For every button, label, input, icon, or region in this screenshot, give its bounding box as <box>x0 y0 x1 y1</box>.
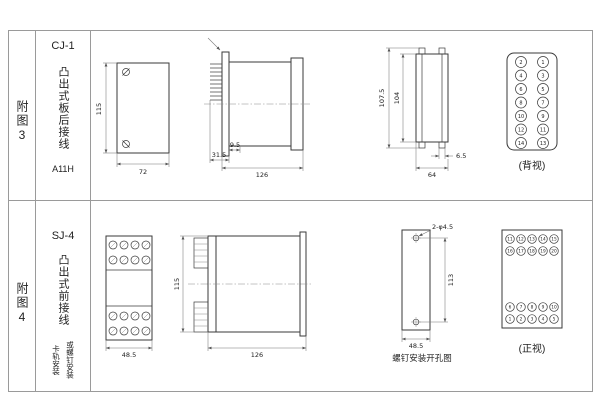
terminal-number: 5 <box>553 317 556 323</box>
terminal-number: 4 <box>519 73 522 79</box>
sj4-side-length-dim: 126 <box>251 351 263 359</box>
terminal-number: 11 <box>507 237 513 243</box>
terminal-number: 14 <box>518 141 524 147</box>
cj1-code: A11H <box>52 164 74 174</box>
sj4-mount-cell: 卡轨安装 或螺钉安装 <box>36 334 90 386</box>
terminal-number: 3 <box>541 73 544 79</box>
terminal-number: 13 <box>540 141 546 147</box>
terminal-number: 6 <box>509 305 512 311</box>
terminal-number: 8 <box>519 100 522 106</box>
terminal-number: 1 <box>541 60 544 66</box>
terminal-number: 17 <box>518 249 524 255</box>
fig3-label: 附图3 <box>15 100 29 144</box>
sj4-type-cell: 凸出式前接线 <box>36 246 90 334</box>
cj1-type-cell: 凸出式板后接线 <box>36 56 90 160</box>
terminal-number: 1 <box>509 317 512 323</box>
table-border-right <box>592 30 593 392</box>
terminal-number: 13 <box>529 237 535 243</box>
terminal-number: 7 <box>541 100 544 106</box>
terminal-number: 12 <box>518 127 524 133</box>
table-border-bottom <box>8 391 593 392</box>
terminal-number: 16 <box>507 249 513 255</box>
terminal-number: 15 <box>551 237 557 243</box>
sj4-side-view-drawing: 115 126 <box>173 231 312 359</box>
terminal-number: 10 <box>518 114 524 120</box>
cj1-panel-small-dim: 6.5 <box>456 152 466 160</box>
terminal-number: 11 <box>540 127 546 133</box>
terminal-number: 18 <box>529 249 535 255</box>
sj4-mount-label-2: 或螺钉安装 <box>65 341 75 379</box>
table-divider-2 <box>90 30 91 392</box>
cj1-side-gap-dim: 9.5 <box>230 141 240 149</box>
cj1-side-view-drawing: 9.5 31.5 126 <box>204 37 310 179</box>
fig4-label: 附图4 <box>15 282 29 326</box>
cj1-panel-outer-dim: 107.5 <box>378 89 386 108</box>
pin-pointer-arrow <box>207 37 221 51</box>
terminal-number: 9 <box>541 114 544 120</box>
cj1-front-view-drawing: 115 72 <box>95 62 170 176</box>
sj4-hole-width-dim: 48.5 <box>409 342 423 350</box>
terminal-number: 14 <box>540 237 546 243</box>
cj1-type-label: 凸出式板后接线 <box>57 66 69 150</box>
terminal-number: 5 <box>541 87 544 93</box>
terminal-number: 9 <box>542 305 545 311</box>
sj4-hole-height-dim: 113 <box>447 274 455 286</box>
sj4-model: SJ-4 <box>51 230 75 242</box>
sj4-front-width-dim: 48.5 <box>122 351 136 359</box>
terminal-number: 3 <box>531 317 534 323</box>
cj1-code-cell: A11H <box>36 162 90 176</box>
table-divider-1 <box>35 30 36 392</box>
sj4-side-height-dim: 115 <box>173 278 181 290</box>
table-border-top <box>8 30 593 31</box>
cj1-panel-view-drawing: 107.5 104 6.5 64 <box>378 47 466 179</box>
terminal-number: 19 <box>540 249 546 255</box>
cj1-side-length-dim: 126 <box>256 171 268 179</box>
cj1-model-cell: CJ-1 <box>36 38 90 54</box>
cj1-model: CJ-1 <box>51 40 75 52</box>
sj4-model-cell: SJ-4 <box>36 228 90 244</box>
terminal-number: 6 <box>519 87 522 93</box>
rear-view-label: (背视) <box>518 161 546 172</box>
terminal-number: 2 <box>519 60 522 66</box>
cj1-front-height-dim: 115 <box>95 103 103 115</box>
fig3-label-cell: 附图3 <box>10 80 35 164</box>
front-view-label: (正视) <box>518 344 546 355</box>
sj4-hole-view-drawing: 2-φ4.5 113 48.5 <box>401 223 455 350</box>
sj4-terminal-view-drawing: 11 12 13 14 15 16 17 18 19 20 6 7 8 9 10… <box>501 229 563 329</box>
terminal-number: 8 <box>531 305 534 311</box>
cj1-panel-width-dim: 64 <box>428 171 436 179</box>
cj1-panel-inner-dim: 104 <box>393 92 401 104</box>
cj1-terminal-view-drawing: 2 4 6 8 10 12 14 1 3 5 7 9 11 13 <box>506 52 558 151</box>
sj4-hole-callout: 2-φ4.5 <box>432 223 453 231</box>
sj4-mount-label-1: 卡轨安装 <box>51 345 61 375</box>
terminal-number: 7 <box>520 305 523 311</box>
terminal-number: 4 <box>542 317 545 323</box>
terminal-number: 2 <box>520 317 523 323</box>
fig4-label-cell: 附图4 <box>10 262 35 346</box>
terminal-number: 20 <box>551 249 557 255</box>
terminal-number: 12 <box>518 237 524 243</box>
cj1-side-pin-dim: 31.5 <box>212 151 226 159</box>
sj4-front-view-drawing: 48.5 <box>105 235 153 359</box>
terminal-number: 10 <box>551 305 557 311</box>
hole-view-caption: 螺钉安装开孔图 <box>392 353 452 363</box>
table-border-left <box>8 30 9 392</box>
table-border-middle <box>8 200 593 201</box>
sj4-type-label: 凸出式前接线 <box>57 254 69 326</box>
cj1-front-width-dim: 72 <box>139 168 147 176</box>
